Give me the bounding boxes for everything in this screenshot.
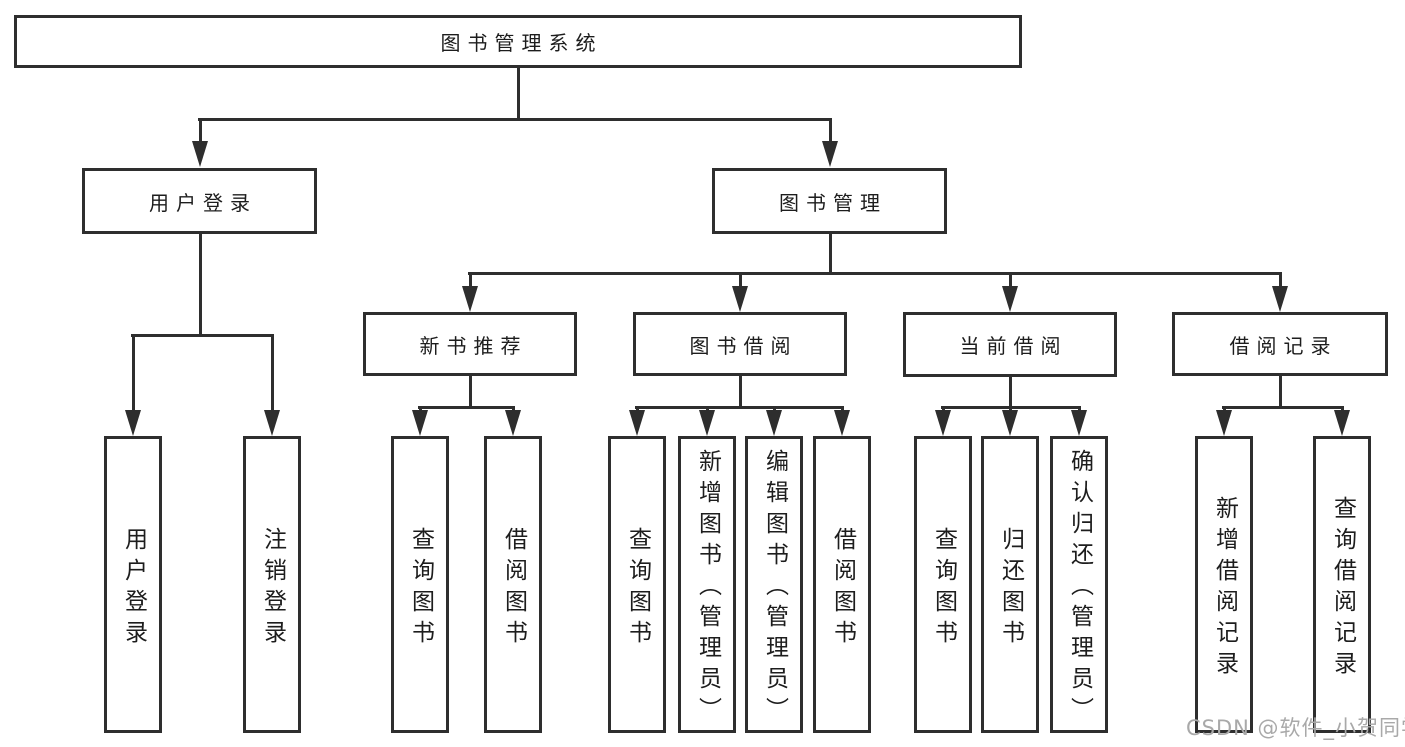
connector-root-to-user-login	[199, 118, 202, 148]
node-book-management: 图书管理	[712, 168, 947, 234]
connector-br-stem	[1279, 376, 1282, 409]
connector-nb-stem	[469, 375, 472, 409]
connector-user-login-stem	[199, 233, 202, 337]
leaf-logout: 注销登录	[243, 436, 301, 733]
arrowhead-bb-query	[629, 410, 645, 436]
leaf-br-add-record: 新增借阅记录	[1195, 436, 1253, 733]
connector-to-current-borrowing	[1009, 272, 1012, 290]
arrowhead-bb-edit	[766, 410, 782, 436]
leaf-bb-add-books-admin: 新增图书（管理员）	[678, 436, 736, 733]
connector-to-book-borrowing	[739, 272, 742, 290]
connector-br-horizontal	[1222, 406, 1343, 409]
connector-to-leaf-user-login	[132, 334, 135, 414]
csdn-watermark: CSDN @软件_小贺同学	[1186, 716, 1405, 740]
arrowhead-current-borrowing	[1002, 286, 1018, 312]
node-current-borrowing: 当前借阅	[903, 312, 1117, 377]
arrowhead-user-login	[192, 141, 208, 167]
arrowhead-new-book-recommendation	[462, 286, 478, 312]
connector-bb-stem	[739, 375, 742, 409]
arrowhead-cb-confirm	[1071, 410, 1087, 436]
leaf-bb-query-books: 查询图书	[608, 436, 666, 733]
connector-bb-horizontal	[635, 406, 843, 409]
connector-to-new-book-recommendation	[469, 272, 472, 290]
connector-root-horizontal	[198, 118, 831, 121]
leaf-cb-return-books: 归还图书	[981, 436, 1039, 733]
arrowhead-br-add	[1216, 410, 1232, 436]
connector-to-borrowing-records	[1279, 272, 1282, 290]
leaf-bb-edit-books-admin: 编辑图书（管理员）	[745, 436, 803, 733]
leaf-nb-query-books: 查询图书	[391, 436, 449, 733]
leaf-cb-confirm-return-admin: 确认归还（管理员）	[1050, 436, 1108, 733]
arrowhead-book-borrowing	[732, 286, 748, 312]
connector-nb-horizontal	[418, 406, 515, 409]
node-book-borrowing: 图书借阅	[633, 312, 847, 376]
node-root: 图书管理系统	[14, 15, 1022, 68]
leaf-cb-query-books: 查询图书	[914, 436, 972, 733]
connector-book-management-stem	[829, 233, 832, 275]
arrowhead-cb-query	[935, 410, 951, 436]
node-user-login: 用户登录	[82, 168, 317, 234]
arrowhead-borrowing-records	[1272, 286, 1288, 312]
leaf-bb-borrow-books: 借阅图书	[813, 436, 871, 733]
arrowhead-leaf-logout	[264, 410, 280, 436]
arrowhead-cb-return	[1002, 410, 1018, 436]
leaf-br-query-record: 查询借阅记录	[1313, 436, 1371, 733]
connector-level2-horizontal	[468, 272, 1281, 275]
arrowhead-br-query	[1334, 410, 1350, 436]
node-new-book-recommendation: 新书推荐	[363, 312, 577, 376]
arrowhead-book-management	[822, 141, 838, 167]
connector-root-stem	[517, 66, 520, 120]
connector-to-leaf-logout	[271, 334, 274, 414]
arrowhead-bb-add	[699, 410, 715, 436]
leaf-nb-borrow-books: 借阅图书	[484, 436, 542, 733]
connector-root-to-book-management	[829, 118, 832, 148]
arrowhead-bb-borrow	[834, 410, 850, 436]
arrowhead-nb-borrow	[505, 410, 521, 436]
arrowhead-leaf-user-login	[125, 410, 141, 436]
leaf-user-login: 用户登录	[104, 436, 162, 733]
connector-cb-stem	[1009, 377, 1012, 409]
arrowhead-nb-query	[412, 410, 428, 436]
connector-user-login-horizontal	[131, 334, 273, 337]
node-borrowing-records: 借阅记录	[1172, 312, 1388, 376]
